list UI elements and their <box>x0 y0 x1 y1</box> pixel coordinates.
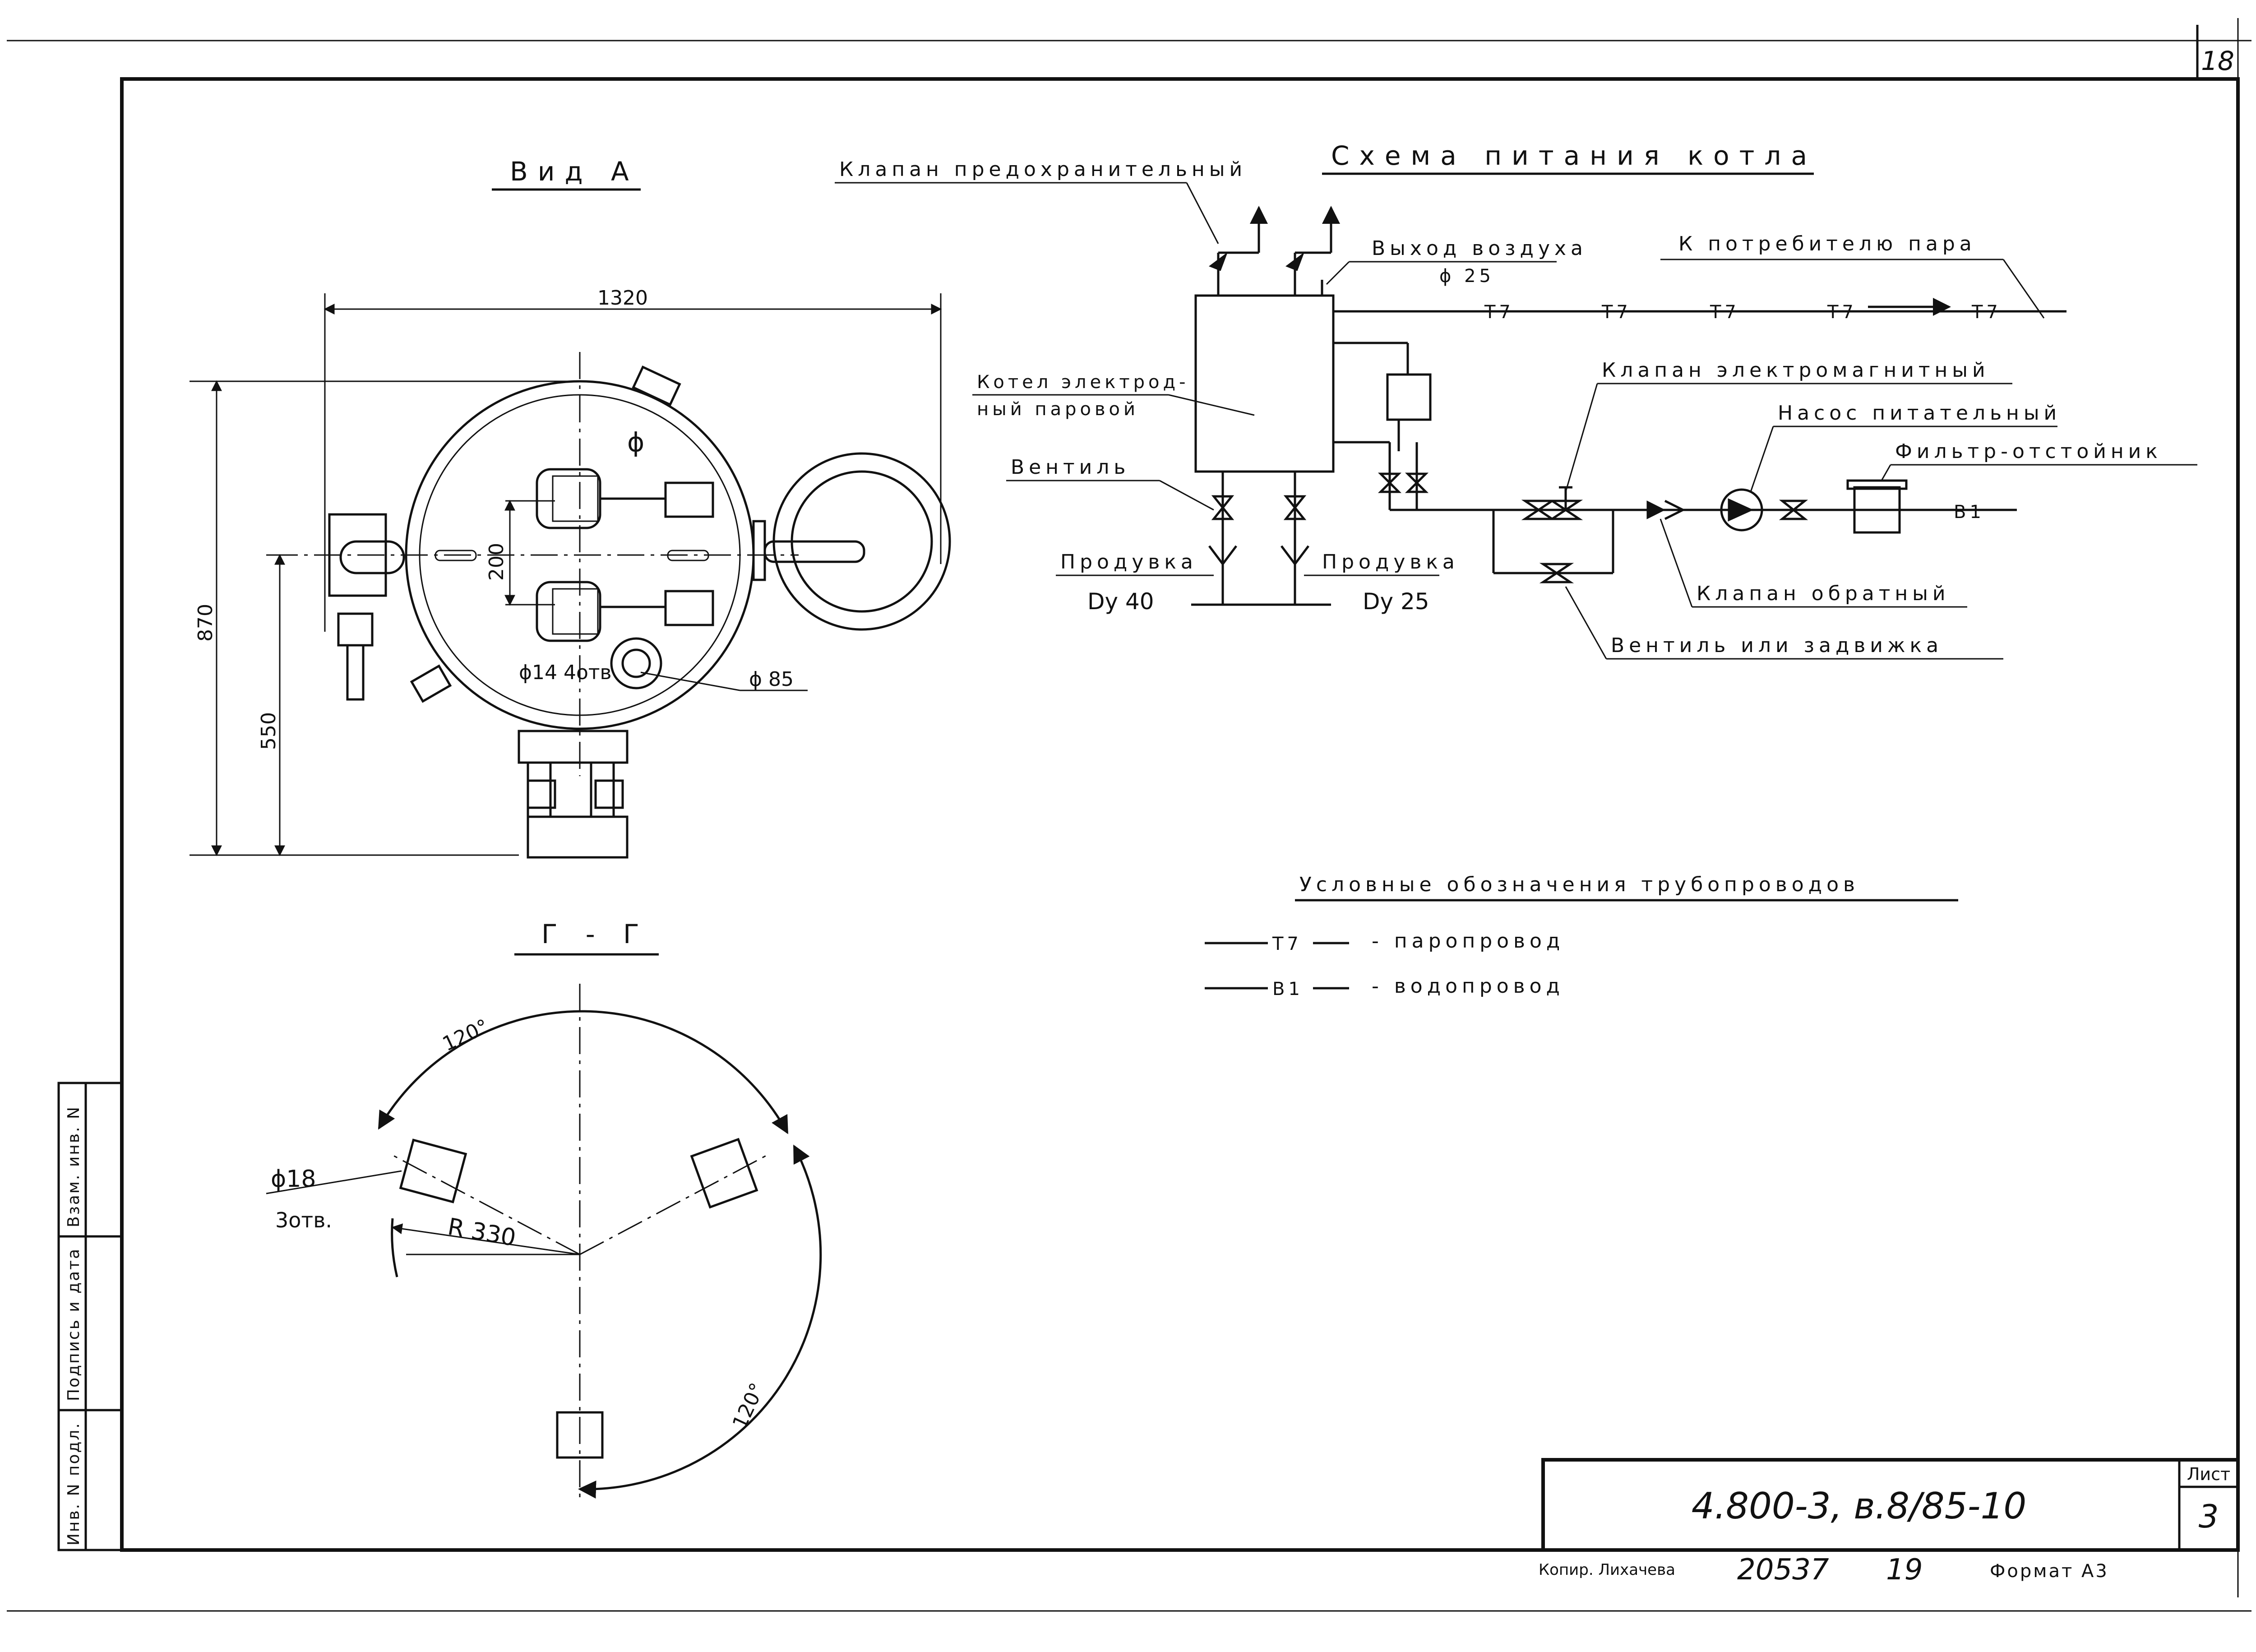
section-gg: Г - Г 120° 120° ϕ18 3отв. R 330 <box>266 919 822 1503</box>
label-valve-or-gate: Вентиль или задвижка <box>1611 634 1943 657</box>
label-blowdown-right: Продувка <box>1322 551 1459 574</box>
label-valve: Вентиль <box>1011 456 1130 479</box>
archive-subnumber: 19 <box>1886 1553 1923 1587</box>
sheet-frame <box>7 18 2251 1612</box>
label-solenoid: Клапан электромагнитный <box>1602 359 1990 382</box>
label-check-valve: Клапан обратный <box>1697 582 1950 605</box>
document-code: 4.800-3, в.8/85-10 <box>1692 1485 2027 1527</box>
steam-code-1: Т7 <box>1484 302 1514 323</box>
legend-code-1: Т7 <box>1272 934 1302 954</box>
dim-width: 1320 <box>597 287 648 310</box>
dim-lower: 550 <box>257 712 280 750</box>
page-number: 18 <box>2201 46 2234 76</box>
copied-by: Копир. Лихачева <box>1539 1561 1675 1579</box>
stamp-inv-repl: Взам. инв. N <box>65 1106 83 1227</box>
view-a: Вид А 1320 870 550 200 <box>190 156 951 859</box>
section-title: Г - Г <box>541 919 649 949</box>
label-boiler-2: ный паровой <box>977 399 1139 420</box>
steam-code-2: Т7 <box>1601 302 1632 323</box>
side-stamp: Взам. инв. N Подпись и дата Инв. N подл. <box>57 1082 123 1551</box>
boiler-body <box>1194 294 1335 473</box>
dim-spacing: 200 <box>485 543 508 581</box>
pipe-legend: Условные обозначения трубопроводов Т7 - … <box>1205 873 1958 1000</box>
list-label: Лист <box>2187 1464 2230 1484</box>
angle-right: 120° <box>728 1379 769 1433</box>
filter-box <box>1853 486 1901 534</box>
water-code-scheme: В1 <box>1954 502 1985 523</box>
hole-count: 3отв. <box>275 1208 332 1232</box>
format-label: Формат А3 <box>1990 1561 2109 1582</box>
title-block <box>1541 1458 2240 1552</box>
radius-label: R 330 <box>446 1213 518 1252</box>
diameter-label: ϕ 85 <box>749 668 794 691</box>
label-air-outlet-dia: ϕ 25 <box>1439 266 1494 287</box>
label-filter: Фильтр-отстойник <box>1895 440 2162 463</box>
list-number: 3 <box>2199 1498 2219 1535</box>
label-blowdown-left-dn: Dу 40 <box>1087 588 1154 615</box>
angle-top: 120° <box>439 1015 492 1056</box>
scheme-title: Схема питания котла <box>1331 140 1817 171</box>
stamp-sign-date: Подпись и дата <box>65 1248 83 1401</box>
legend-code-2: В1 <box>1272 979 1304 1000</box>
steam-code-4: Т7 <box>1827 302 1857 323</box>
hole-label: ϕ14 4отв <box>519 661 611 684</box>
dim-height: 870 <box>194 604 217 642</box>
label-air-outlet: Выход воздуха <box>1372 237 1587 260</box>
label-blowdown-left: Продувка <box>1060 551 1197 574</box>
hole-dia: ϕ18 <box>271 1166 316 1193</box>
legend-label-1: - паропровод <box>1372 930 1564 953</box>
legend-title: Условные обозначения трубопроводов <box>1299 873 1859 896</box>
label-feed-pump: Насос питательный <box>1778 402 2061 425</box>
stamp-inv-orig: Инв. N подл. <box>65 1422 83 1546</box>
boiler-scheme: Схема питания котла Клапан предохранител… <box>835 140 2197 660</box>
legend-label-2: - водопровод <box>1372 975 1564 998</box>
label-safety-valve: Клапан предохранительный <box>839 158 1247 181</box>
steam-code-3: Т7 <box>1710 302 1740 323</box>
label-to-consumer: К потребителю пара <box>1678 232 1976 255</box>
label-blowdown-right-dn: Dу 25 <box>1363 588 1429 615</box>
view-a-title: Вид А <box>510 156 639 187</box>
archive-number: 20537 <box>1737 1553 1829 1587</box>
view-a-phi: ϕ <box>627 427 644 458</box>
steam-code-5: Т7 <box>1971 302 2002 323</box>
label-boiler-1: Котел электрод- <box>977 372 1189 393</box>
